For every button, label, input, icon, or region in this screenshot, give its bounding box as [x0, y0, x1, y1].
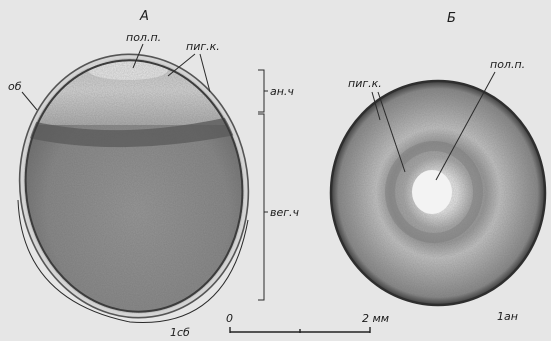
bracket-animal-part: [258, 70, 264, 112]
panel-a-label-an-ch: ан.ч: [270, 85, 294, 98]
panel-a-label-pig-k: пиг.к.: [186, 40, 220, 53]
panel-b-caption: 1ан: [497, 310, 518, 323]
scale-bar-end-label: 2 мм: [362, 312, 389, 325]
panel-b-label-pig-k: пиг.к.: [348, 77, 382, 90]
scale-bar: 0 2 мм: [226, 312, 389, 333]
panel-a-caption: 1сб: [170, 326, 190, 339]
panel-a-letter: A: [139, 9, 149, 24]
panel-b-label-pol-p: пол.п.: [490, 58, 525, 71]
panel-a-pointer-ob: [22, 92, 37, 110]
panel-a-label-veg-ch: вег.ч: [270, 206, 300, 219]
egg-b-polar-field: [412, 170, 452, 214]
panel-b-letter: Б: [447, 11, 456, 26]
panel-a-label-ob: об: [8, 80, 22, 93]
panel-a-label-pol-p: пол.п.: [126, 31, 161, 44]
bracket-vegetal-part: [258, 114, 264, 300]
egg-a: [3, 39, 266, 332]
scale-bar-start-label: 0: [226, 312, 233, 325]
egg-b: [331, 81, 545, 305]
